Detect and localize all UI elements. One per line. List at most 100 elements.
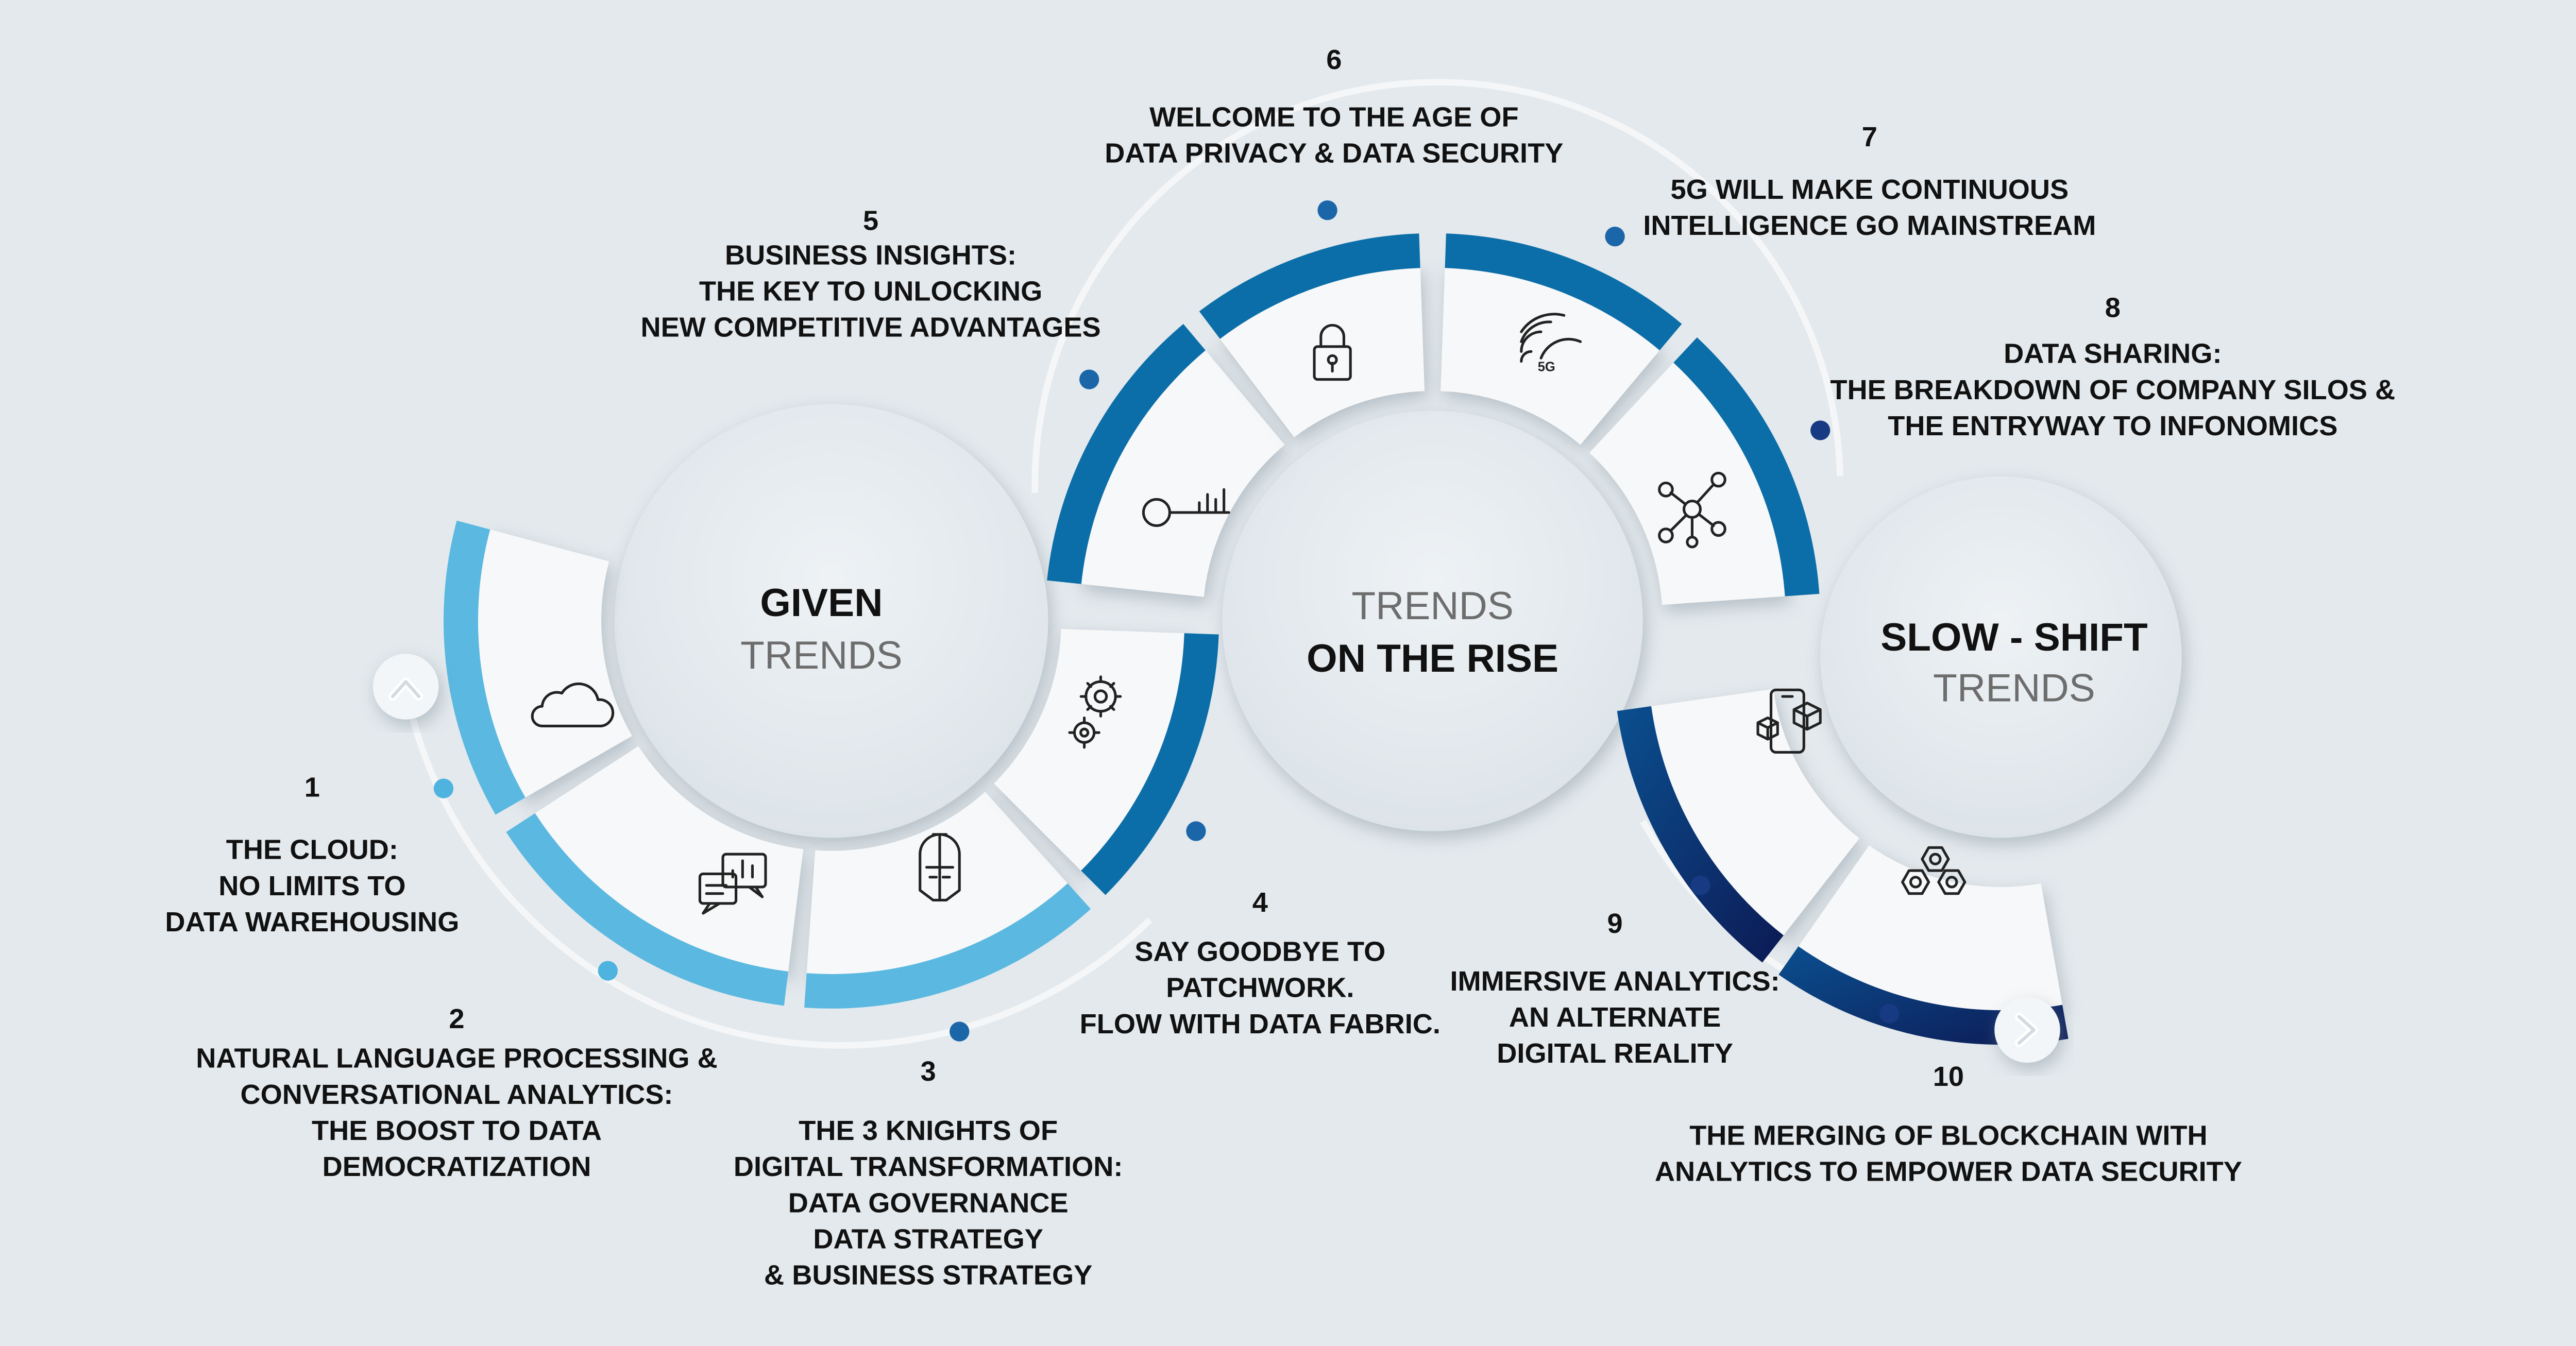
trend-label-7: 7 5G WILL MAKE CONTINUOUS INTELLIGENCE GO …	[1643, 122, 2096, 241]
trend-number: 2	[449, 1003, 464, 1034]
trend-text-line: DATA STRATEGY	[813, 1223, 1043, 1254]
trend-text-line: NEW COMPETITIVE ADVANTAGES	[641, 312, 1101, 343]
phone-cubes-icon	[1756, 688, 1822, 754]
marker-dot	[950, 1021, 970, 1042]
trend-text-line: DATA PRIVACY & DATA SECURITY	[1105, 138, 1563, 169]
marker-dot	[1690, 875, 1710, 895]
chat-chart-icon	[698, 853, 767, 915]
trend-text-line: THE ENTRYWAY TO INFONOMICS	[1888, 411, 2337, 441]
segment-card	[1589, 361, 1787, 605]
segment-band	[1673, 337, 1820, 597]
trend-icons: 5G	[531, 313, 1967, 915]
trend-text-line: PATCHWORK.	[1166, 973, 1354, 1003]
segment-card	[1079, 349, 1285, 597]
trend-segment-10	[1778, 845, 2069, 1045]
trend-text-line: CONVERSATIONAL ANALYTICS:	[241, 1079, 673, 1110]
segment-band	[1445, 233, 1682, 351]
trend-number: 8	[2105, 292, 2121, 323]
trend-number: 1	[304, 772, 320, 803]
trend-text-line: NO LIMITS TO	[218, 871, 405, 901]
trend-number: 9	[1607, 908, 1623, 939]
marker-dot	[1317, 200, 1337, 220]
trend-text-line: DIGITAL REALITY	[1497, 1038, 1733, 1069]
segment-card	[1649, 689, 1860, 937]
trend-segment-3	[804, 792, 1091, 1009]
trend-text-line: & BUSINESS STRATEGY	[764, 1260, 1092, 1291]
5g-signal-icon: 5G	[1520, 313, 1582, 374]
given-heading: GIVEN TRENDS	[740, 581, 903, 677]
trend-number: 10	[1933, 1061, 1964, 1092]
trend-text-line: THE BOOST TO DATA	[312, 1115, 602, 1146]
trend-text-line: THE 3 KNIGHTS OF	[799, 1115, 1058, 1146]
trend-text-line: THE MERGING OF BLOCKCHAIN WITH	[1689, 1120, 2207, 1151]
trend-text-line: INTELLIGENCE GO MAINSTREAM	[1643, 210, 2096, 241]
trend-text-line: ANALYTICS TO EMPOWER DATA SECURITY	[1655, 1156, 2242, 1187]
segment-band	[804, 883, 1091, 1009]
segment-band	[1199, 233, 1420, 339]
rise-title: TRENDS	[1351, 584, 1514, 628]
trend-text-line: BUSINESS INSIGHTS:	[725, 240, 1016, 270]
segment-card	[476, 529, 632, 798]
marker-dot	[1605, 227, 1625, 247]
trend-text-line: 5G WILL MAKE CONTINUOUS	[1671, 174, 2069, 205]
knight-helmet-icon	[919, 833, 961, 902]
gears-icon	[1068, 675, 1122, 749]
trend-text-line: AN ALTERNATE	[1509, 1002, 1721, 1033]
trend-segment-4	[994, 628, 1219, 895]
segment-band	[1617, 706, 1784, 963]
segment-band	[1778, 946, 2069, 1045]
segment-card	[1219, 266, 1425, 437]
end-arrow	[1994, 997, 2060, 1063]
trend-segments	[443, 233, 2069, 1045]
marker-dot	[433, 778, 454, 798]
trend-text-line: DATA SHARING:	[2004, 338, 2222, 369]
marker-dot	[598, 961, 618, 981]
marker-dots	[433, 200, 1900, 1042]
trend-number: 7	[1862, 122, 1877, 152]
trend-text-line: DEMOCRATIZATION	[323, 1151, 591, 1182]
segment-card	[1440, 266, 1661, 445]
marker-dot	[1879, 1003, 1900, 1024]
rise-heading: TRENDS ON THE RISE	[1307, 584, 1558, 680]
segment-band	[1047, 323, 1206, 584]
slow-title: SLOW - SHIFT	[1880, 616, 2148, 659]
trend-text-line: SAY GOODBYE TO	[1134, 936, 1385, 967]
5g-icon-text: 5G	[1538, 360, 1555, 374]
trend-text-line: WELCOME TO THE AGE OF	[1149, 102, 1518, 133]
network-nodes-icon	[1658, 471, 1726, 549]
trend-segment-1	[443, 520, 632, 815]
trend-text-line: THE BREAKDOWN OF COMPANY SILOS &	[1830, 374, 2395, 405]
rise-subtitle: ON THE RISE	[1307, 637, 1558, 680]
trend-segment-7	[1440, 233, 1682, 445]
slow-disc	[1820, 476, 2182, 838]
trend-number: 6	[1326, 44, 1342, 75]
hexagons-icon	[1901, 846, 1967, 895]
trend-text-line: THE KEY TO UNLOCKING	[699, 276, 1042, 307]
trend-text-line: DIGITAL TRANSFORMATION:	[734, 1151, 1123, 1182]
segment-band	[1081, 633, 1219, 895]
trend-text-line: IMMERSIVE ANALYTICS:	[1450, 966, 1780, 997]
trend-text-line: DATA GOVERNANCE	[788, 1187, 1069, 1218]
segment-band	[443, 520, 526, 815]
trend-text-line: NATURAL LANGUAGE PROCESSING &	[196, 1043, 718, 1074]
slow-heading: SLOW - SHIFT TRENDS	[1880, 616, 2148, 710]
segment-card	[1797, 845, 2063, 1012]
trend-segment-6	[1199, 233, 1425, 437]
trend-number: 5	[863, 205, 878, 236]
segment-card	[533, 746, 804, 974]
trend-text-line: THE CLOUD:	[226, 834, 398, 865]
cloud-icon	[531, 682, 615, 728]
marker-dot	[1810, 420, 1831, 440]
trend-segment-5	[1047, 323, 1285, 597]
trend-text-line: FLOW WITH DATA FABRIC.	[1080, 1009, 1440, 1040]
trend-segment-8	[1589, 337, 1820, 605]
group-discs	[614, 404, 2182, 838]
trend-segment-9	[1617, 689, 1860, 963]
